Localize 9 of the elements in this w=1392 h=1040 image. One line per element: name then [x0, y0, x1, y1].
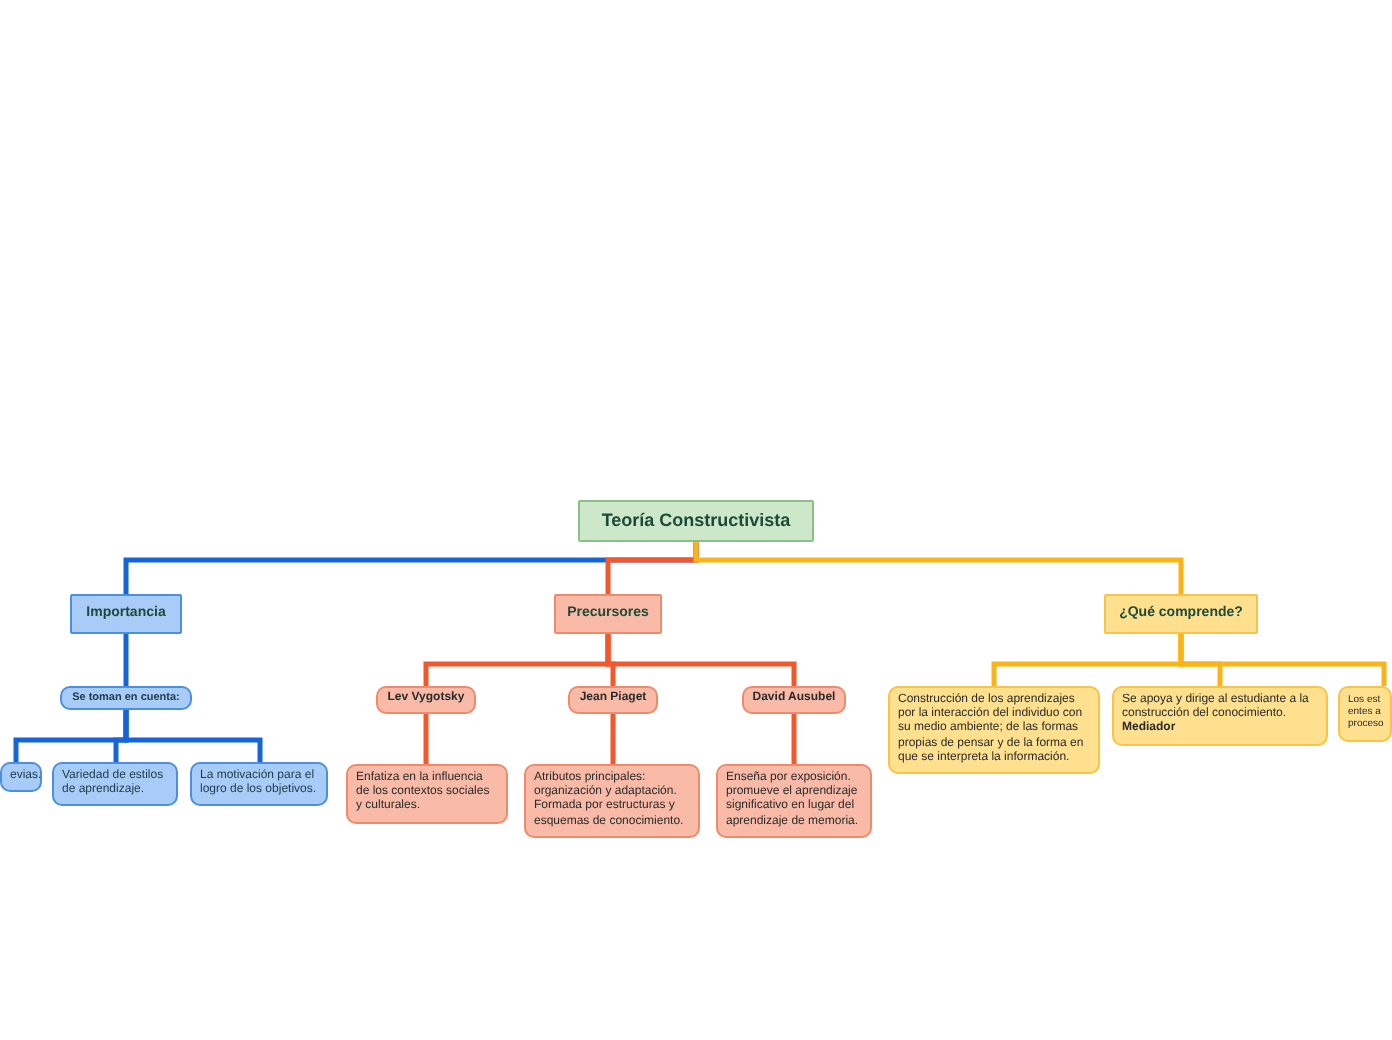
connector-line: [123, 710, 263, 762]
connector-line: [610, 714, 616, 764]
connector-line: [123, 634, 129, 686]
connector-line: [423, 714, 429, 764]
connector-line: [693, 542, 1184, 594]
connector-line: [605, 634, 797, 686]
connector-line: [791, 714, 797, 764]
connector-line: [1178, 634, 1387, 686]
topic-box: Teoría Constructivista: [578, 500, 814, 542]
